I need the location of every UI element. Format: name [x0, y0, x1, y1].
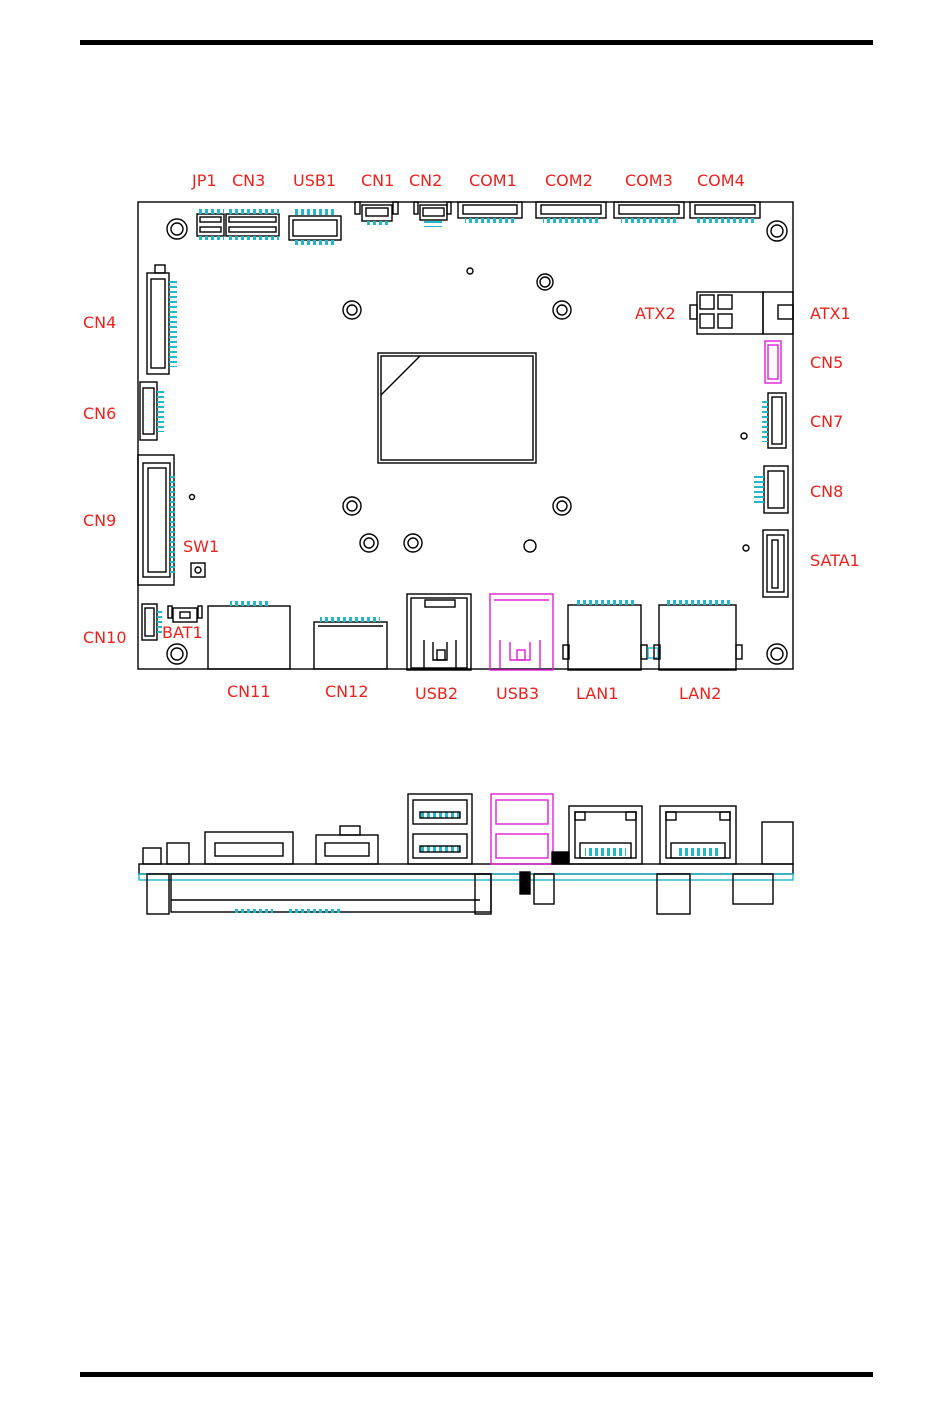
usb1-header — [289, 209, 341, 245]
cpu-die — [378, 353, 536, 463]
label-com1: COM1 — [469, 171, 517, 190]
cn3-header — [226, 209, 279, 240]
cn1-connector — [355, 202, 398, 225]
label-cn7: CN7 — [810, 412, 843, 431]
com4-connector — [690, 202, 760, 223]
label-cn4: CN4 — [83, 313, 116, 332]
usb2-port — [407, 594, 471, 670]
usb3-side — [491, 794, 553, 864]
label-cn9: CN9 — [83, 511, 116, 530]
cn10-connector — [142, 604, 162, 640]
cn9-slot — [138, 455, 175, 585]
com3-connector — [614, 202, 684, 223]
lan2-side — [660, 806, 736, 864]
label-com2: COM2 — [545, 171, 593, 190]
label-lan1: LAN1 — [576, 684, 618, 703]
com2-connector — [536, 202, 606, 223]
sw1-switch — [191, 563, 205, 577]
label-cn11: CN11 — [227, 682, 271, 701]
cn4-connector — [147, 265, 177, 374]
label-atx2: ATX2 — [635, 304, 676, 323]
atx1-connector — [763, 292, 793, 334]
label-bat1: BAT1 — [162, 623, 203, 642]
cn6-connector — [140, 382, 164, 440]
label-com4: COM4 — [697, 171, 745, 190]
board-top-view — [138, 202, 793, 670]
usb2-side — [408, 794, 472, 864]
label-lan2: LAN2 — [679, 684, 721, 703]
bat1-connector — [168, 606, 202, 622]
label-sata1: SATA1 — [810, 551, 860, 570]
cn7-connector — [762, 393, 786, 448]
lan2-port — [654, 600, 742, 670]
label-cn5: CN5 — [810, 353, 843, 372]
label-atx1: ATX1 — [810, 304, 851, 323]
label-cn10: CN10 — [83, 628, 127, 647]
cn12-port — [314, 617, 387, 669]
cn2-connector — [414, 202, 451, 227]
pcb-outline — [138, 202, 793, 669]
label-cn6: CN6 — [83, 404, 116, 423]
label-com3: COM3 — [625, 171, 673, 190]
lan1-port — [563, 600, 658, 670]
usb3-port — [490, 594, 553, 670]
label-sw1: SW1 — [183, 537, 219, 556]
mounting-holes — [167, 219, 787, 664]
pcb-edge — [139, 864, 793, 874]
cn5-connector — [765, 341, 781, 383]
cn8-connector — [754, 466, 788, 513]
label-usb3: USB3 — [496, 684, 539, 703]
label-usb1: USB1 — [293, 171, 336, 190]
atx2-connector — [690, 292, 763, 334]
sata1-connector — [763, 530, 788, 597]
label-cn3: CN3 — [232, 171, 265, 190]
board-side-view — [139, 794, 793, 914]
label-cn2: CN2 — [409, 171, 442, 190]
label-cn8: CN8 — [810, 482, 843, 501]
label-cn1: CN1 — [361, 171, 394, 190]
jp1-header — [197, 209, 224, 240]
label-usb2: USB2 — [415, 684, 458, 703]
com1-connector — [458, 202, 522, 223]
label-jp1: JP1 — [191, 171, 217, 190]
cn11-port — [208, 601, 290, 669]
lan1-side — [552, 806, 642, 864]
label-cn12: CN12 — [325, 682, 369, 701]
